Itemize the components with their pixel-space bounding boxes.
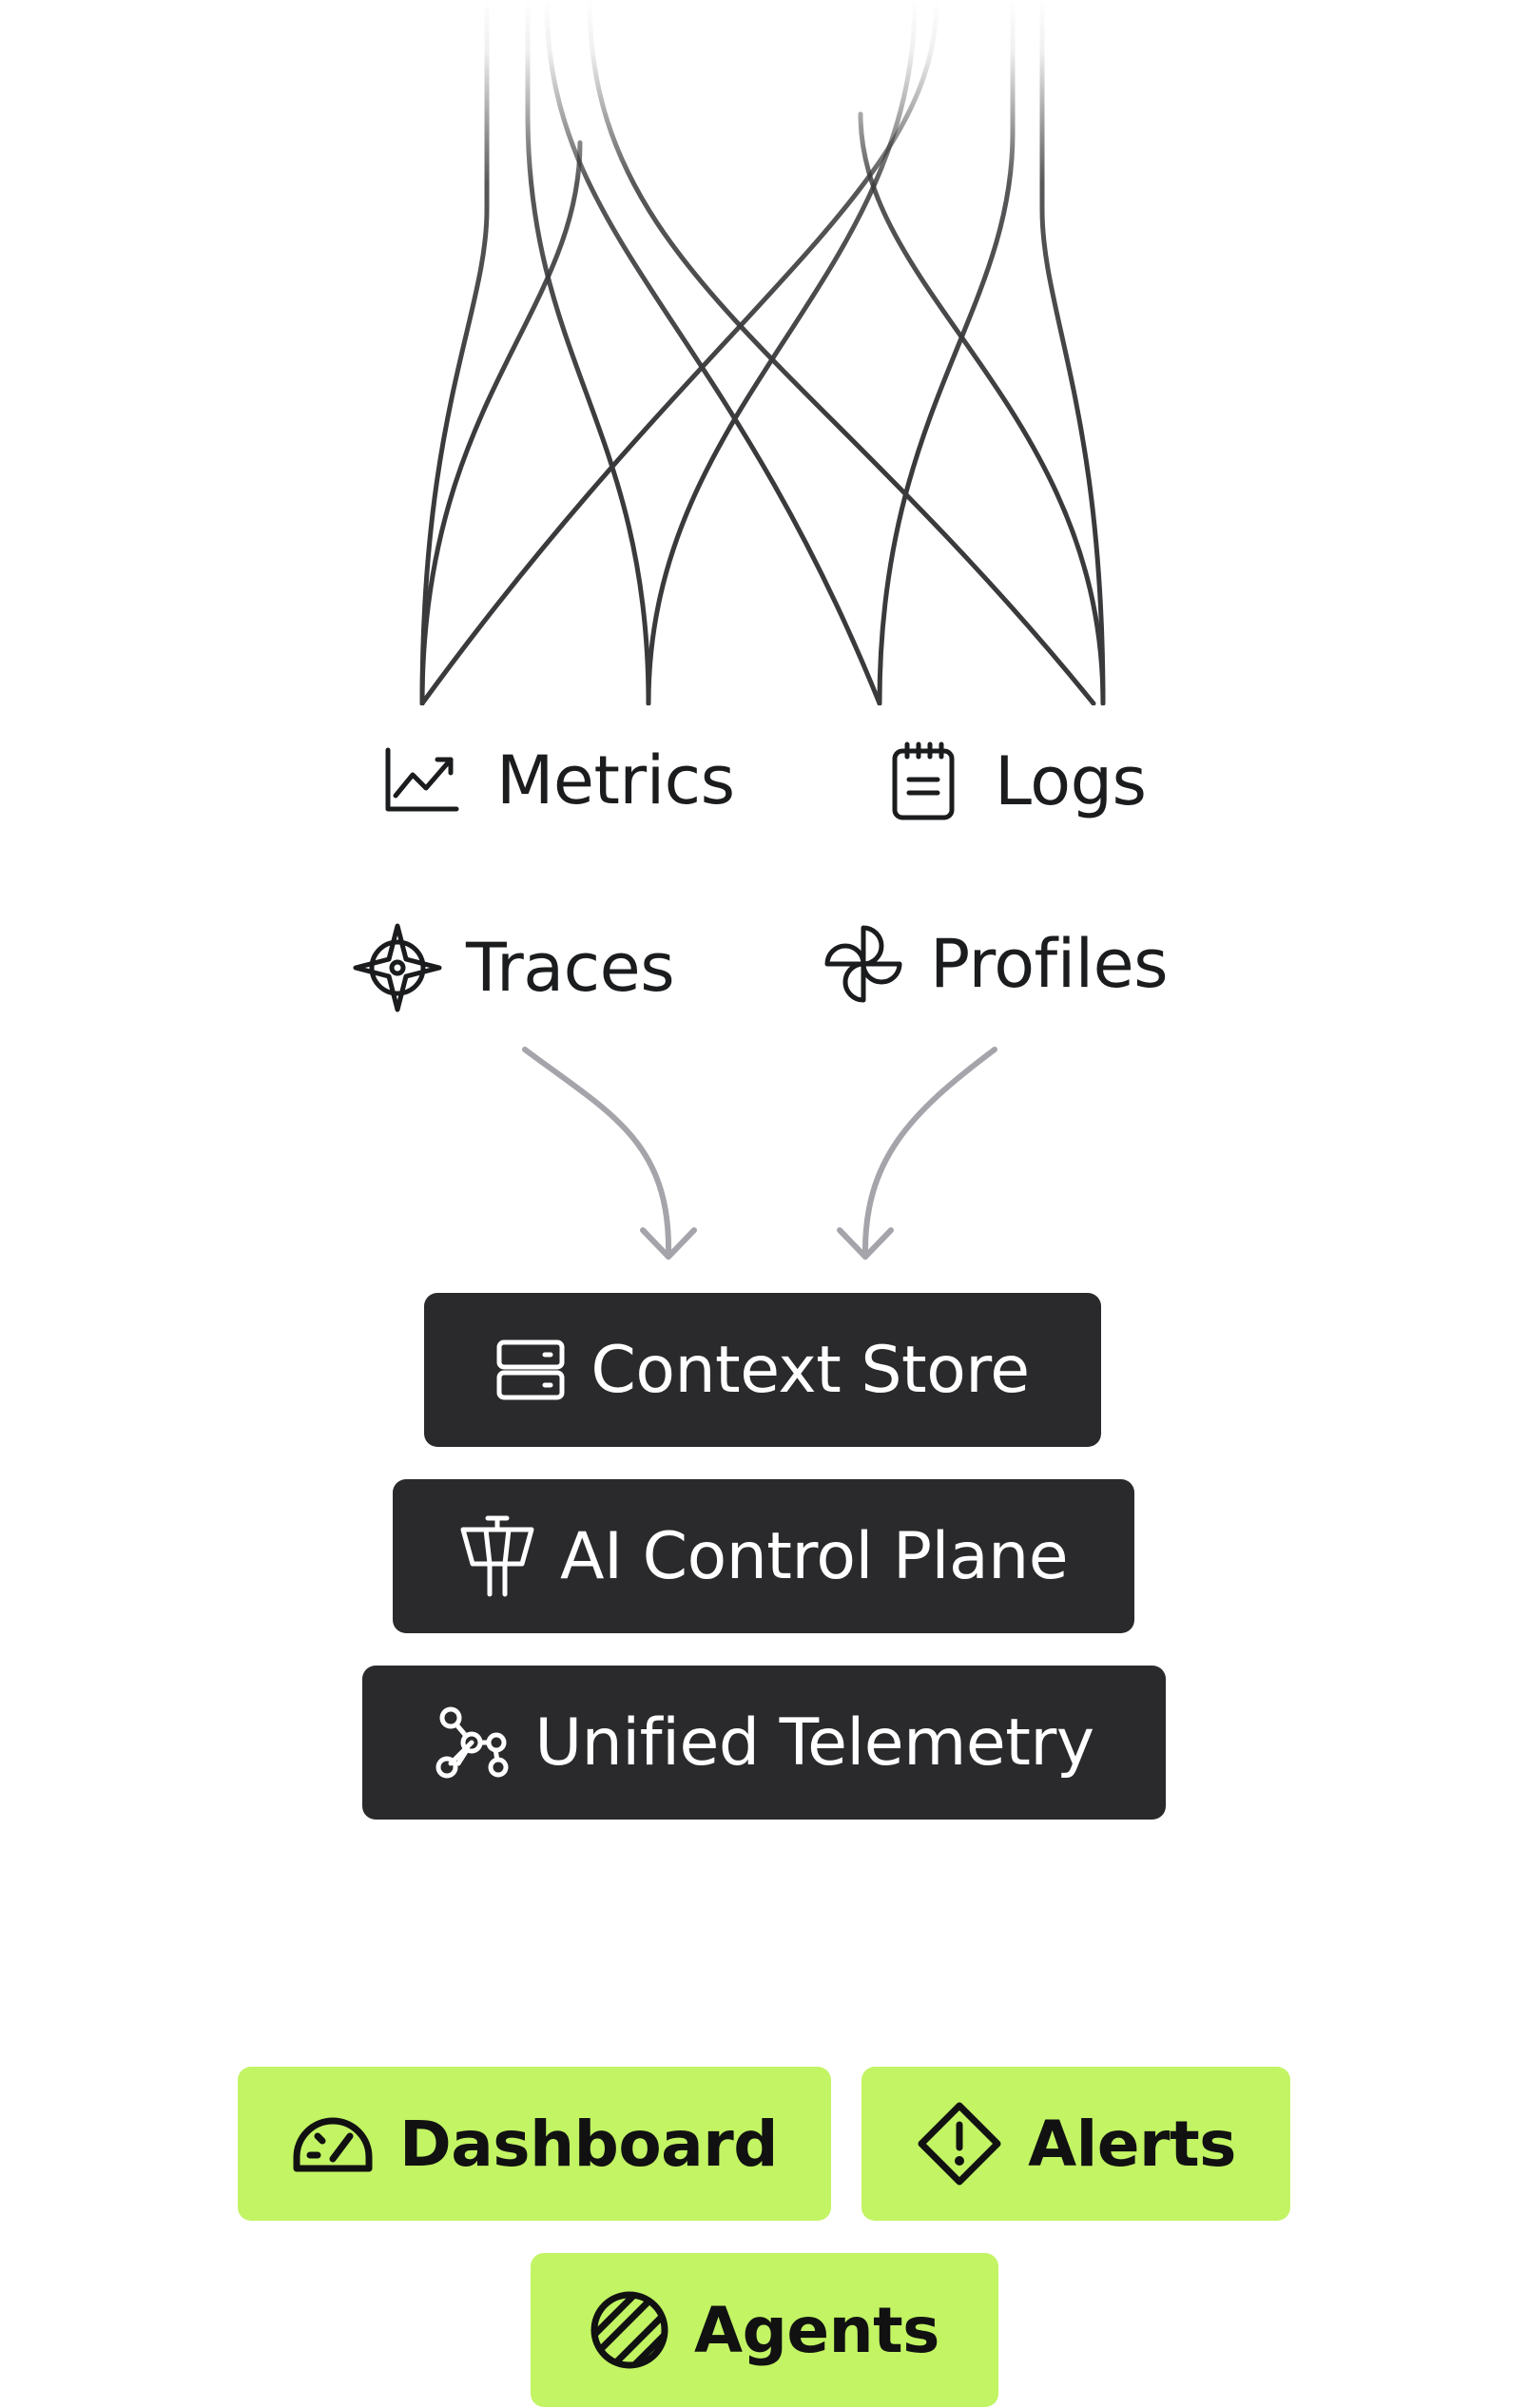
ai-control-plane-layer: AI Control Plane: [393, 1479, 1134, 1633]
agents-button[interactable]: Agents: [531, 2253, 998, 2407]
context-store-layer: Context Store: [424, 1293, 1101, 1447]
flow-line: [419, 0, 939, 706]
gauge-icon: [293, 2117, 373, 2172]
alerts-text: Alerts: [1028, 2107, 1236, 2181]
ai-control-plane-text: AI Control Plane: [559, 1518, 1069, 1594]
dashboard-text: Dashboard: [398, 2107, 779, 2181]
context-store-text: Context Store: [590, 1332, 1030, 1408]
traces-label: Traces: [352, 922, 675, 1013]
compass-icon: [353, 923, 442, 1012]
logs-label: Logs: [890, 742, 1147, 821]
flow-line: [544, 0, 882, 706]
dashboard-button[interactable]: Dashboard: [238, 2067, 831, 2221]
striped-circle-icon: [590, 2291, 668, 2369]
alerts-button[interactable]: Alerts: [861, 2067, 1290, 2221]
flow-line: [1039, 0, 1106, 706]
arrow-right-head: [837, 1227, 894, 1260]
flow-line: [646, 0, 918, 706]
unified-telemetry-layer: Unified Telemetry: [362, 1666, 1166, 1820]
alert-diamond-icon: [918, 2102, 1001, 2186]
profiles-label: Profiles: [822, 922, 1169, 1006]
flow-line: [858, 111, 1106, 706]
network-graph-icon: [435, 1706, 509, 1779]
server-icon: [496, 1339, 565, 1400]
arrow-left-head: [640, 1227, 697, 1260]
flow-line: [877, 0, 1016, 706]
flow-line: [525, 0, 651, 706]
pinwheel-icon: [824, 925, 902, 1003]
control-tower-icon: [460, 1515, 534, 1597]
line-chart-icon: [385, 747, 459, 812]
metrics-label: Metrics: [382, 742, 735, 819]
arrow-left: [522, 1047, 672, 1260]
agents-text: Agents: [694, 2293, 939, 2367]
flow-line: [587, 0, 1096, 706]
flow-line: [419, 0, 490, 706]
traces-text: Traces: [466, 929, 675, 1007]
metrics-text: Metrics: [496, 742, 735, 819]
logs-text: Logs: [995, 742, 1147, 820]
arrow-right: [861, 1047, 997, 1260]
notepad-icon: [892, 742, 955, 820]
unified-telemetry-text: Unified Telemetry: [534, 1705, 1094, 1781]
flow-lines: [0, 0, 1529, 722]
flow-line: [419, 140, 583, 706]
arrows: [522, 1047, 997, 1260]
profiles-text: Profiles: [930, 925, 1169, 1003]
